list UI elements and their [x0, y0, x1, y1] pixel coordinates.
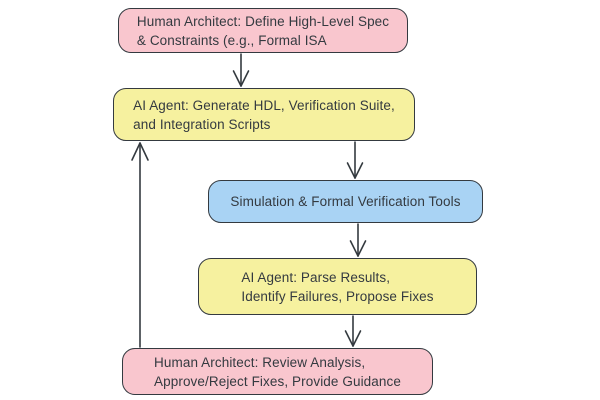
node-human-spec: Human Architect: Define High-Level Spec … — [118, 8, 408, 53]
node-ai-generate-line-2: and Integration Scripts — [133, 116, 271, 132]
arrow-generate-to-sim — [346, 141, 364, 179]
node-sim-tools: Simulation & Formal Verification Tools — [208, 180, 483, 223]
node-ai-parse-line-2: Identify Failures, Propose Fixes — [241, 288, 434, 304]
node-human-review: Human Architect: Review Analysis, Approv… — [122, 348, 433, 395]
node-ai-generate-line-1: AI Agent: Generate HDL, Verification Sui… — [133, 97, 395, 113]
node-human-spec-line-1: Human Architect: Define High-Level Spec — [136, 13, 390, 29]
arrow-sim-to-parse — [349, 223, 367, 257]
node-ai-parse: AI Agent: Parse Results, Identify Failur… — [198, 258, 477, 315]
arrow-parse-to-review — [344, 315, 362, 347]
arrow-spec-to-generate — [232, 53, 250, 87]
node-sim-tools-line-1: Simulation & Formal Verification Tools — [230, 194, 461, 209]
node-human-review-line-2: Approve/Reject Fixes, Provide Guidance — [154, 373, 401, 389]
node-human-review-line-1: Human Architect: Review Analysis, — [154, 354, 366, 370]
node-human-spec-line-2: & Constraints (e.g., Formal ISA — [136, 32, 327, 48]
node-ai-generate: AI Agent: Generate HDL, Verification Sui… — [113, 88, 415, 141]
node-ai-parse-line-1: AI Agent: Parse Results, — [241, 269, 391, 285]
arrow-review-to-generate — [131, 142, 149, 348]
